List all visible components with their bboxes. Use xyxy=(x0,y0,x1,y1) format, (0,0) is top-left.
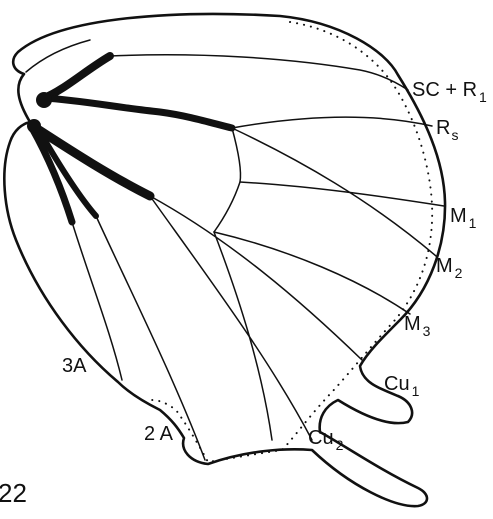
vein-cu1 xyxy=(150,196,362,360)
vein-m3 xyxy=(214,232,410,314)
vein-sc-r1 xyxy=(110,55,408,90)
basal-vein-cell xyxy=(44,98,232,128)
wing-base-joint xyxy=(36,92,52,108)
vein-intercubital xyxy=(214,232,272,440)
vein-discocellular xyxy=(214,128,241,232)
vein-m1 xyxy=(240,182,444,206)
label-2a: 2 A xyxy=(144,423,174,445)
vein-humeral xyxy=(26,40,90,72)
figure-number: 22 xyxy=(0,478,27,508)
vein-rs xyxy=(232,117,432,128)
vein-m2 xyxy=(232,128,436,256)
label-3a: 3A xyxy=(62,355,87,377)
basal-vein-sc xyxy=(44,56,110,98)
wing-base-joint-lower xyxy=(27,119,41,133)
vein-cu2 xyxy=(150,196,312,440)
basal-vein-cu xyxy=(36,128,150,196)
submarginal-dotted-line xyxy=(152,22,432,462)
label-rs: Rs xyxy=(436,117,458,143)
